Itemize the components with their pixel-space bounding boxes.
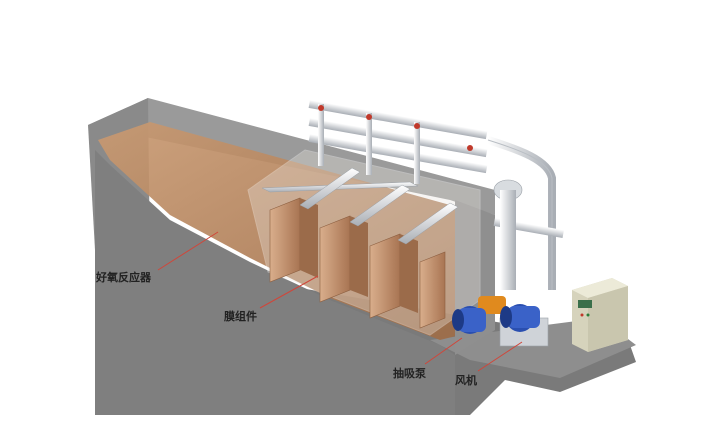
label-suction-pump: 抽吸泵 bbox=[393, 366, 426, 380]
control-cabinet bbox=[572, 278, 628, 352]
label-blower: 风机 bbox=[455, 373, 477, 387]
label-membrane-module: 膜组件 bbox=[224, 309, 257, 323]
label-aerobic-reactor: 好氧反应器 bbox=[95, 270, 152, 284]
blower bbox=[499, 304, 549, 347]
membrane-modules bbox=[269, 197, 446, 329]
header-pipes bbox=[308, 100, 564, 290]
leader-lines bbox=[157, 231, 523, 372]
suction-pump bbox=[452, 296, 506, 334]
separator-vessel bbox=[493, 179, 523, 290]
tank-front-wall bbox=[95, 150, 455, 415]
membrane-frame-rails bbox=[261, 167, 459, 245]
